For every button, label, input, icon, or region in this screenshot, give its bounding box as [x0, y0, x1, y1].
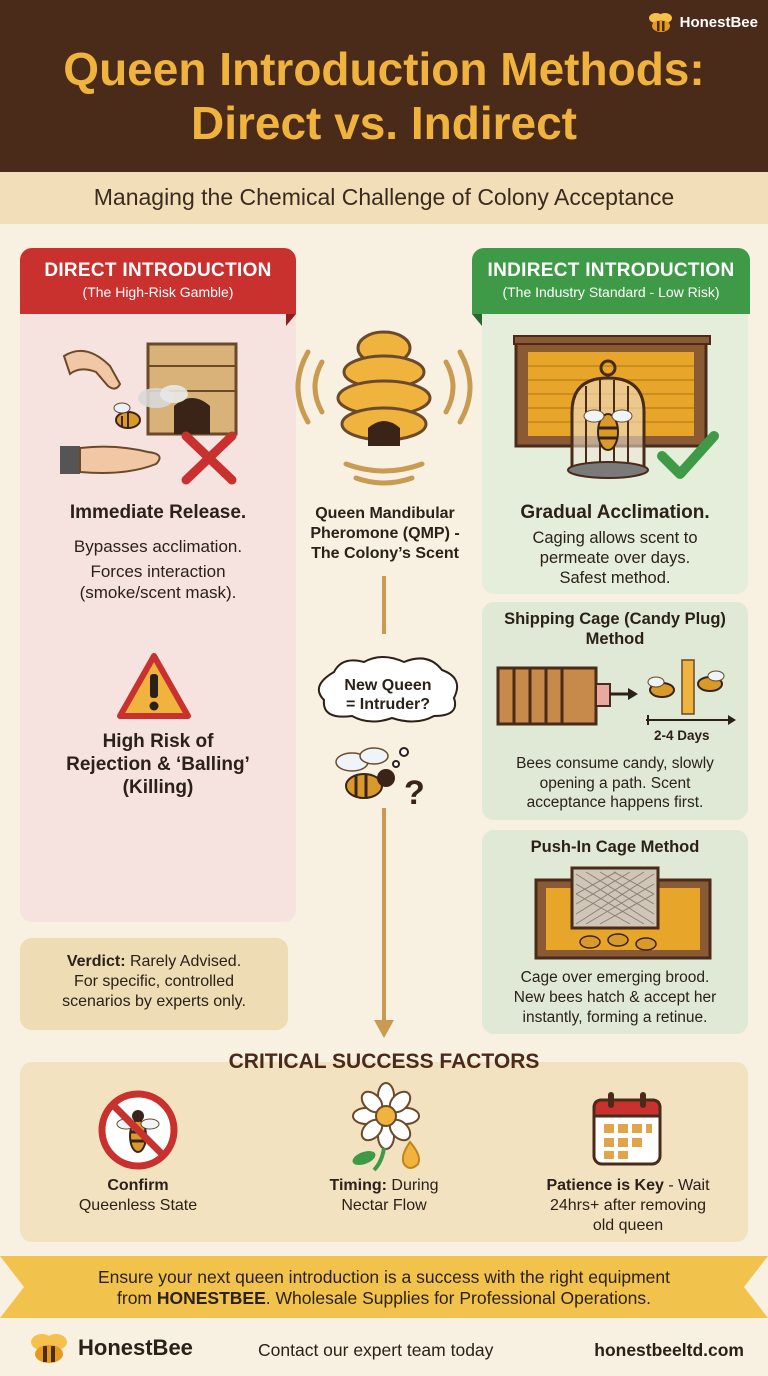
pushin-line-3: instantly, forming a retinue.: [522, 1009, 708, 1026]
calendar-icon: [592, 1092, 662, 1166]
qmp-line-3: The Colony’s Scent: [311, 545, 459, 562]
verdict-text: Verdict: Rarely Advised. For specific, c…: [20, 952, 288, 1012]
direct-heading: DIRECT INTRODUCTION: [44, 260, 272, 281]
indirect-ribbon-fold: [472, 314, 482, 326]
cta-brand[interactable]: HONESTBEE: [156, 1288, 266, 1308]
thought-bubble: [317, 656, 458, 723]
no-queen-icon: [98, 1090, 178, 1170]
svg-text:?: ?: [404, 774, 425, 812]
green-check-icon: [657, 431, 719, 479]
factor-2-bold: Timing:: [329, 1177, 387, 1194]
footer-website-link[interactable]: honestbeeltd.com: [594, 1340, 744, 1360]
caged-queen-illustration: [513, 335, 711, 479]
shipping-cage-illustration: [496, 659, 736, 726]
indirect-heading: INDIRECT INTRODUCTION: [487, 260, 735, 281]
factor-3-rest-3: old queen: [592, 1217, 664, 1234]
bee-logo-icon: [31, 1334, 67, 1363]
verdict-line-2: For specific, controlled: [73, 973, 235, 990]
factor-queenless: Confirm Queenless State: [48, 1176, 228, 1216]
flow-arrow: [374, 576, 394, 1038]
direct-subheading: (The High-Risk Gamble): [82, 284, 234, 300]
cta-text: Ensure your next queen introduction is a…: [0, 1267, 768, 1309]
verdict-box: [20, 938, 288, 1030]
push-in-cage-illustration: [534, 866, 712, 960]
push-in-cage-title: Push-In Cage Method: [530, 838, 700, 856]
subtitle-band: [0, 172, 768, 224]
pushin-line-2: New bees hatch & accept her: [513, 989, 717, 1006]
title-line-2: Direct vs. Indirect: [190, 97, 578, 149]
gradual-line-2: permeate over days.: [539, 549, 691, 567]
factor-2-rest-2: Nectar Flow: [341, 1197, 427, 1214]
risk-line-2: Rejection & ‘Balling’: [66, 754, 250, 775]
factor-3-rest-2: 24hrs+ after removing: [549, 1197, 707, 1214]
shipping-line-3: acceptance happens first.: [526, 794, 704, 811]
footer-brand[interactable]: HonestBee: [26, 1330, 193, 1366]
direct-body-line-1: Bypasses acclimation.: [73, 537, 243, 556]
factor-patience: Patience is Key - Wait 24hrs+ after remo…: [518, 1176, 738, 1236]
direct-release-title: Immediate Release.: [69, 502, 247, 523]
footer-brand-name: HonestBee: [78, 1335, 193, 1360]
shipping-days-label: 2-4 Days: [654, 728, 710, 743]
bubble-line-1: New Queen: [344, 677, 432, 694]
confused-bee-icon: ?: [335, 747, 425, 812]
red-x-icon: [181, 431, 237, 485]
gradual-title: Gradual Acclimation.: [520, 502, 710, 523]
shipping-title-line-1: Shipping Cage (Candy Plug): [504, 610, 726, 628]
title-line-1: Queen Introduction Methods:: [63, 43, 705, 95]
shipping-line-2: opening a path. Scent: [539, 774, 691, 792]
direct-release-body: Bypasses acclimation. Forces interaction…: [20, 536, 296, 603]
risk-title: High Risk of Rejection & ‘Balling’ (Kill…: [20, 730, 296, 799]
flower-nectar-icon: [352, 1082, 420, 1172]
shipping-title-line-2: Method: [585, 630, 645, 648]
risk-line-1: High Risk of: [102, 731, 214, 752]
page-subtitle: Managing the Chemical Challenge of Colon…: [93, 184, 675, 210]
qmp-title: Queen Mandibular Pheromone (QMP) - The C…: [290, 504, 480, 564]
bee-logo-icon: [648, 13, 672, 32]
indirect-subheading: (The Industry Standard - Low Risk): [502, 284, 720, 300]
cta-line-2-prefix: from: [117, 1288, 157, 1308]
header-banner: [0, 0, 768, 172]
direct-header: DIRECT INTRODUCTION (The High-Risk Gambl…: [20, 248, 296, 314]
brand-logo-top[interactable]: HonestBee: [646, 10, 758, 34]
footer-contact[interactable]: Contact our expert team today: [258, 1340, 494, 1360]
direct-body-line-2: Forces interaction: [90, 562, 226, 581]
thought-bubble-text: New Queen = Intruder?: [316, 676, 460, 714]
factor-2-rest: During: [386, 1177, 439, 1194]
indirect-header: INDIRECT INTRODUCTION (The Industry Stan…: [472, 248, 750, 314]
gradual-line-3: Safest method.: [559, 569, 671, 587]
factor-3-bold: Patience is Key: [546, 1177, 664, 1194]
shipping-line-1: Bees consume candy, slowly: [516, 755, 714, 772]
verdict-line-3: scenarios by experts only.: [62, 993, 246, 1010]
factor-1-rest: Queenless State: [78, 1197, 198, 1214]
bubble-line-2: = Intruder?: [345, 696, 430, 713]
qmp-line-2: Pheromone (QMP) -: [310, 525, 460, 542]
cta-line-1: Ensure your next queen introduction is a…: [98, 1267, 670, 1287]
cta-ribbon: [0, 1256, 768, 1318]
beehive-skep-icon: [295, 330, 473, 486]
pushin-line-1: Cage over emerging brood.: [520, 969, 710, 986]
shipping-cage-title: Shipping Cage (Candy Plug) Method: [482, 609, 748, 649]
brand-name-top: HonestBee: [679, 13, 758, 31]
risk-line-3: (Killing): [122, 777, 194, 798]
success-factors-heading: CRITICAL SUCCESS FACTORS: [228, 1050, 540, 1073]
page-title: Queen Introduction Methods: Direct vs. I…: [0, 42, 768, 150]
cta-line-2-suffix: . Wholesale Supplies for Professional Op…: [265, 1288, 651, 1308]
gradual-body: Caging allows scent to permeate over day…: [482, 528, 748, 588]
warning-triangle-icon: [117, 653, 191, 719]
factor-1-bold: Confirm: [107, 1177, 169, 1194]
direct-body-line-3: (smoke/scent mask).: [79, 583, 237, 602]
verdict-value: Rarely Advised.: [125, 953, 242, 970]
direct-ribbon-fold: [286, 314, 296, 326]
verdict-label: Verdict:: [66, 953, 126, 970]
factor-3-rest: - Wait: [663, 1177, 710, 1194]
factor-timing: Timing: During Nectar Flow: [294, 1176, 474, 1216]
qmp-line-1: Queen Mandibular: [315, 505, 455, 522]
hand-releasing-queen-illustration: [60, 342, 238, 474]
shipping-cage-body: Bees consume candy, slowly opening a pat…: [482, 754, 748, 813]
push-in-cage-body: Cage over emerging brood. New bees hatch…: [482, 968, 748, 1028]
gradual-line-1: Caging allows scent to: [532, 529, 698, 547]
